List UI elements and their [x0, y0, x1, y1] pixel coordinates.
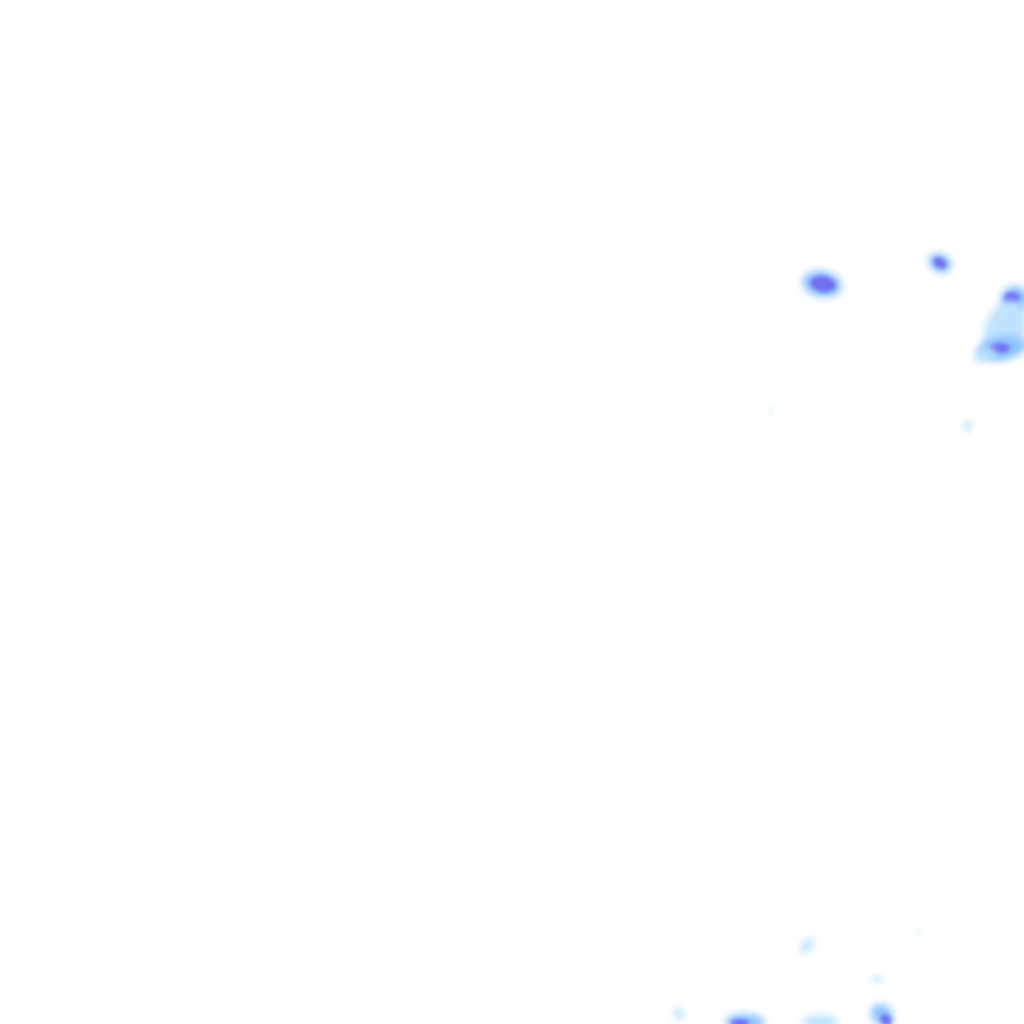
- precipitation-cell-light: [674, 1008, 684, 1020]
- precipitation-cell-light: [973, 348, 997, 362]
- precipitation-cell-light: [871, 976, 883, 982]
- precipitation-cell-heavy: [1004, 292, 1020, 304]
- precipitation-cell-heavy: [933, 257, 947, 269]
- precipitation-cell-light: [963, 420, 973, 432]
- precipitation-cell-light: [915, 930, 921, 934]
- precipitation-cell-heavy: [880, 1014, 892, 1024]
- precipitation-cell-light: [802, 1015, 838, 1024]
- precipitation-cell-light: [769, 408, 773, 414]
- precipitation-cell-light: [800, 938, 814, 954]
- precipitation-cell-heavy: [731, 1019, 749, 1024]
- precipitation-cell-heavy: [810, 275, 836, 293]
